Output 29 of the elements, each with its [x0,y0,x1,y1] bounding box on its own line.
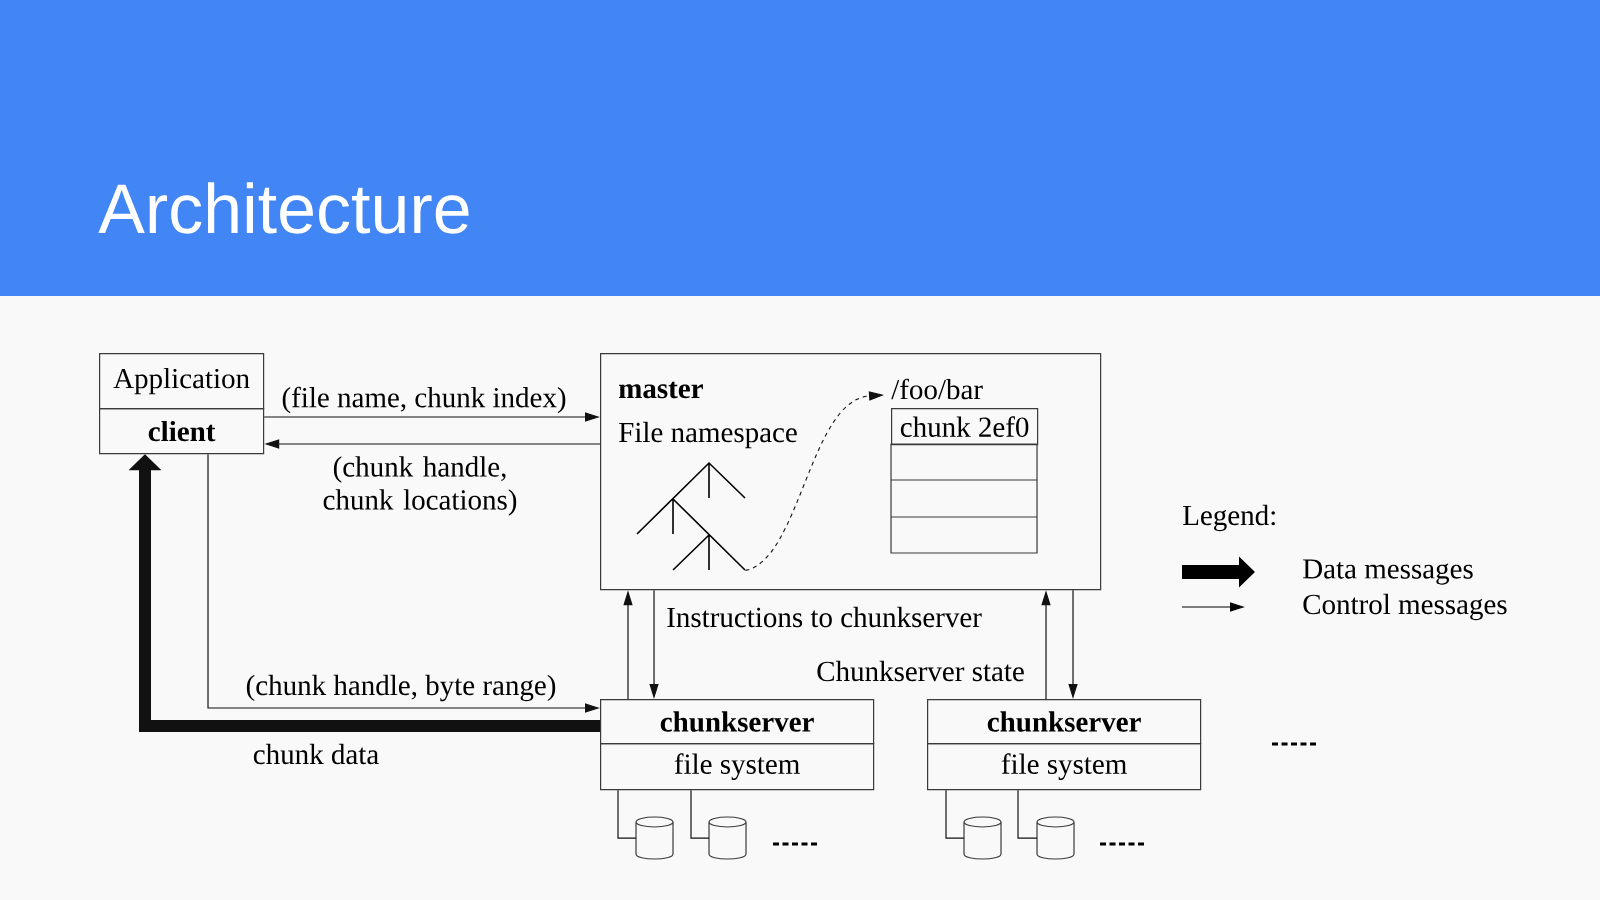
edge-label: Chunkserver state [814,658,1027,684]
legend-heading: Legend: [1183,504,1275,532]
disk-cylinder [635,816,674,860]
connector-line [945,789,965,839]
component-box: file system [927,743,1202,791]
chunk-table: chunk 2ef0 [890,408,1039,554]
connector-line [690,789,710,839]
box-heading: master [619,381,703,399]
legend-text: Data messages [1303,559,1473,585]
edge-label: chunk data [250,741,382,767]
edge-label: Instructions to chunkserver [664,604,984,630]
component-box: client [99,408,265,455]
component-box: file system [600,743,875,791]
disk-cylinder [708,816,747,860]
disk-cylinder [1036,816,1075,860]
component-box: chunkserver [927,699,1202,745]
edge-label: (chunk handle, chunk locations) [310,454,530,518]
component-box: chunkserver [600,699,875,745]
edge-label: (chunk handle, byte range) [243,672,559,704]
path-heading: /foo/bar [891,378,983,400]
tree-drawing [636,461,746,571]
slide-title: Architecture [98,182,469,234]
legend-text: Control messages [1303,593,1507,621]
connector-line [617,789,637,839]
connector-line [1017,789,1038,839]
edge-label: (file name, chunk index) [279,384,569,416]
component-box: Application [99,353,265,410]
disk-cylinder [963,816,1002,860]
box-label: File namespace [619,421,797,449]
